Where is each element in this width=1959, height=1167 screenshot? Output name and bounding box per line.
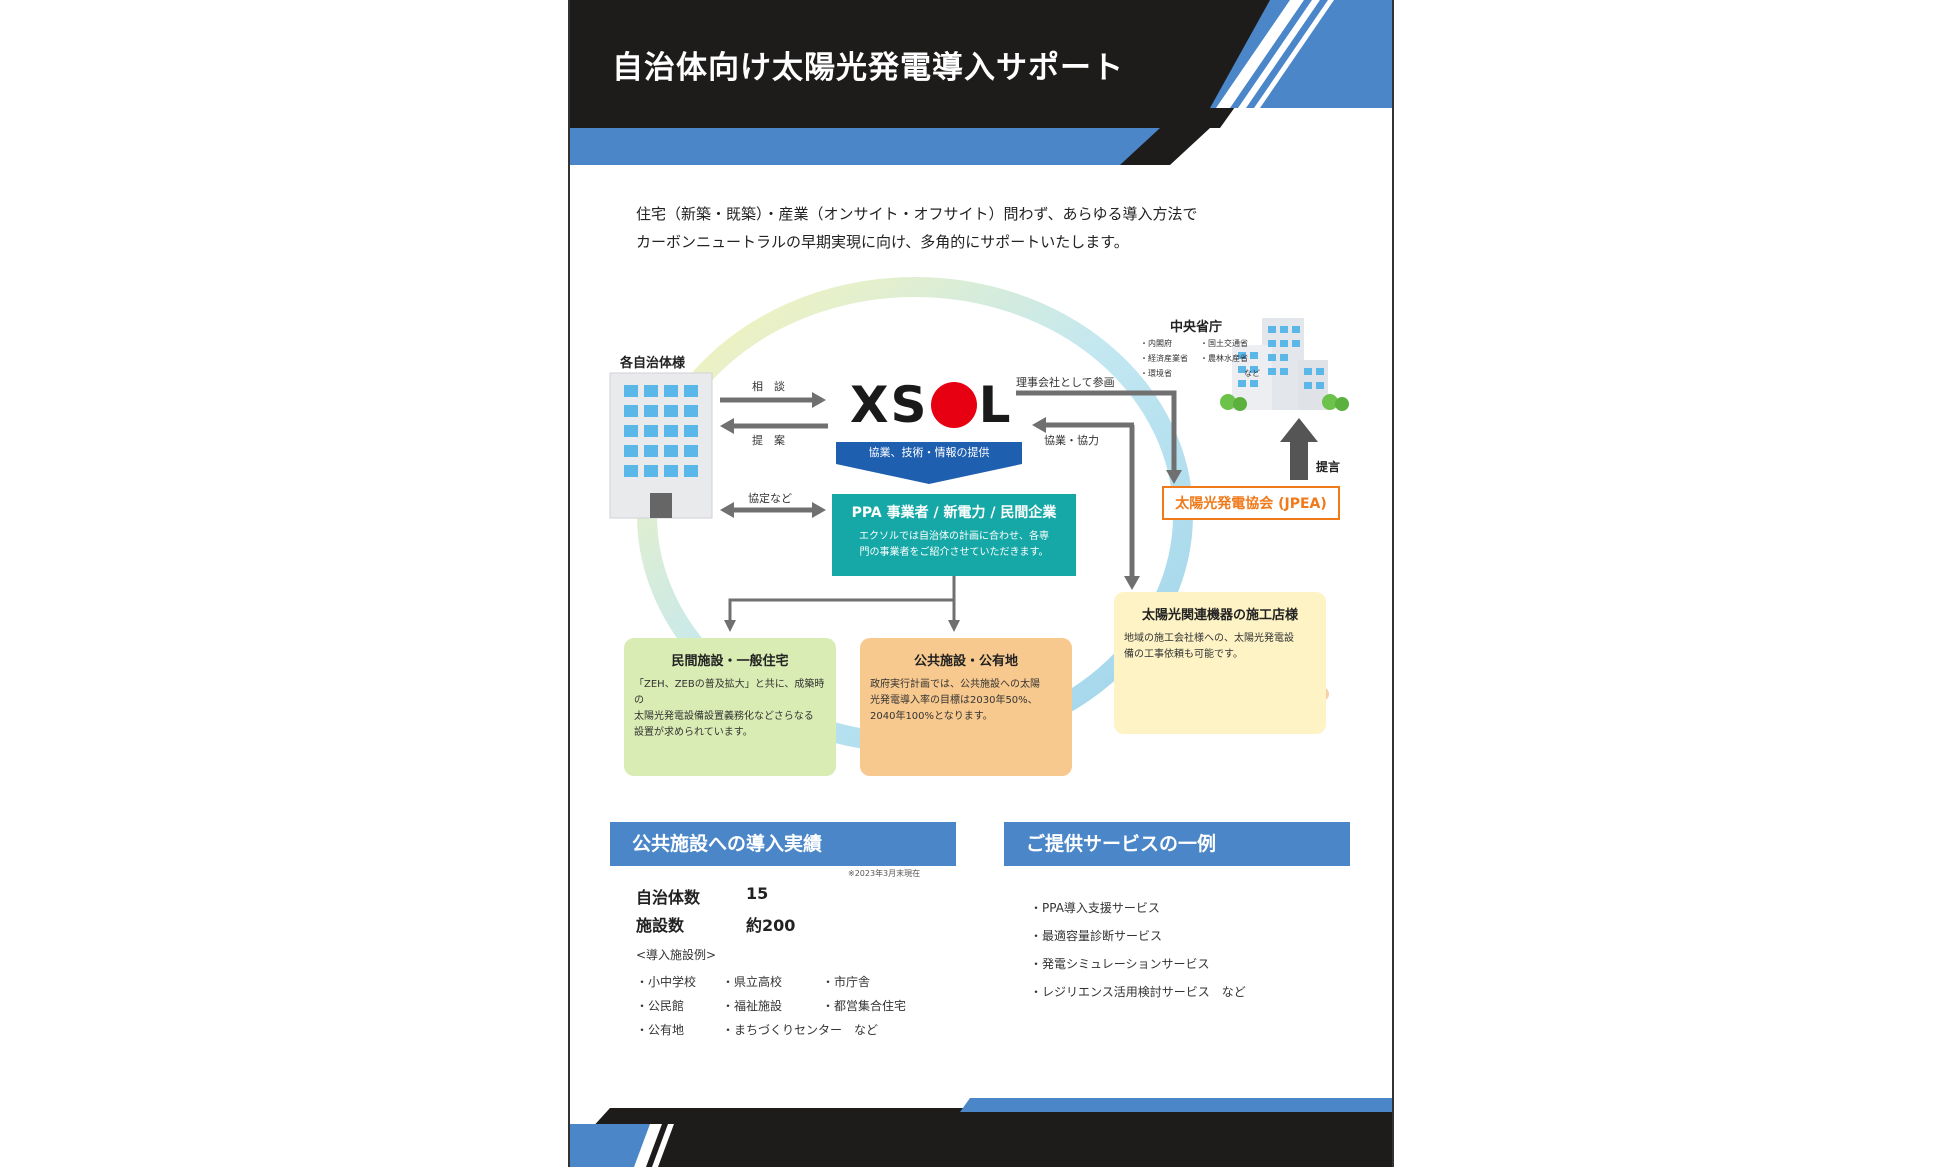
private-facility-desc: 「ZEH、ZEBの普及拡大」と共に、成築時の 太陽光発電設備設置義務化などさらな… xyxy=(634,677,826,741)
examples-grid: ・小中学校 ・県立高校 ・市庁舎 ・公民館 ・福祉施設 ・都営集合住宅 ・公有地 ・まちづ… xyxy=(636,970,906,1042)
desc-line: 政府実行計画では、公共施設への太陽 xyxy=(870,679,1040,690)
example-item: ・まちづくりセンター など xyxy=(722,1023,879,1037)
private-facility-card: 民間施設・一般住宅 「ZEH、ZEBの普及拡大」と共に、成築時の 太陽光発電設備… xyxy=(624,638,836,776)
header-dark-band xyxy=(570,0,1392,128)
header-blue-corner xyxy=(1210,0,1392,108)
cooperation-ribbon: 協業、技術・情報の提供 xyxy=(836,442,1022,464)
service-item: ・レジリエンス活用検討サービス など xyxy=(1030,985,1246,999)
desc-line: 2040年100%となります。 xyxy=(870,711,993,722)
desc-line: 光発電導入率の目標は2030年50%、 xyxy=(870,695,1038,706)
private-facility-title: 民間施設・一般住宅 xyxy=(671,654,789,669)
flyer-page: L 自治体向け太陽光発 xyxy=(568,0,1394,1167)
intro-line-2: カーボンニュートラルの早期実現に向け、多角的にサポートいたします。 xyxy=(636,233,1129,251)
example-item: ・公民館 xyxy=(636,999,685,1013)
page-title: 自治体向け太陽光発電導入サポート xyxy=(612,50,1124,86)
desc-line: 設置が求められています。 xyxy=(634,727,753,738)
example-item: ・市庁舎 xyxy=(822,975,871,989)
ppa-desc-line: 門の事業者をご紹介させていただきます。 xyxy=(859,547,1049,558)
ministry-item: ・経済産業省 xyxy=(1140,354,1188,363)
flow-arrows xyxy=(720,390,1318,632)
ministry-item: ・環境省 xyxy=(1140,369,1172,378)
logo-text-right: L xyxy=(978,376,1013,434)
ppa-title: PPA 事業者 / 新電力 / 民間企業 xyxy=(851,505,1057,521)
ministry-buildings-icon xyxy=(1220,318,1349,411)
desc-line: 太陽光発電設備設置義務化などさらなる xyxy=(634,711,814,722)
service-item: ・発電シミュレーションサービス xyxy=(1030,957,1210,971)
agreement-label: 協定など xyxy=(748,492,792,505)
cooperation-label: 協業・協力 xyxy=(1044,434,1099,447)
advice-label: 提言 xyxy=(1316,460,1341,474)
stat-label: 自治体数 xyxy=(636,888,701,907)
service-item: ・最適容量診断サービス xyxy=(1030,929,1163,943)
director-label: 理事会社として参画 xyxy=(1016,376,1115,389)
public-facility-card: 公共施設・公有地 政府実行計画では、公共施設への太陽 光発電導入率の目標は203… xyxy=(860,638,1072,776)
public-facility-desc: 政府実行計画では、公共施設への太陽 光発電導入率の目標は2030年50%、 20… xyxy=(870,677,1062,725)
ministry-item: ・内閣府 xyxy=(1140,339,1172,348)
footer-blue-strip xyxy=(960,1098,1392,1112)
achievements-note: ※2023年3月末現在 xyxy=(848,869,921,878)
stat-value: 約200 xyxy=(746,916,796,935)
services-list: ・PPA導入支援サービス ・最適容量診断サービス ・発電シミュレーションサービス… xyxy=(1030,894,1246,1006)
example-item: ・福祉施設 xyxy=(722,999,783,1013)
propose-label: 提 案 xyxy=(752,434,785,447)
installer-desc: 地域の施工会社様への、太陽光発電設 備の工事依頼も可能です。 xyxy=(1124,631,1316,663)
example-item: ・公有地 xyxy=(636,1023,685,1037)
ministry-item: など xyxy=(1244,369,1260,378)
logo-text-left: XS xyxy=(850,376,929,434)
jpea-box: 太陽光発電協会 (JPEA) xyxy=(1162,486,1340,520)
installer-title: 太陽光関連機器の施工店様 xyxy=(1141,608,1298,623)
xsol-logo: XS L xyxy=(850,376,1012,434)
desc-line: 「ZEH、ZEBの普及拡大」と共に、成築時の xyxy=(634,679,825,706)
intro-line-1: 住宅（新築・既築）・産業（オンサイト・オフサイト）問わず、あらゆる導入方法で xyxy=(636,205,1198,223)
achievements-heading: 公共施設への導入実績 xyxy=(610,822,956,866)
logo-red-circle-icon xyxy=(930,382,977,428)
service-item: ・PPA導入支援サービス xyxy=(1030,901,1160,915)
public-facility-title: 公共施設・公有地 xyxy=(913,654,1018,669)
ministry-item: ・国土交通省 xyxy=(1200,339,1248,348)
municipality-building-icon xyxy=(609,372,713,519)
installer-card: 太陽光関連機器の施工店様 地域の施工会社様への、太陽光発電設 備の工事依頼も可能… xyxy=(1114,592,1326,734)
ministry-item: ・農林水産省 xyxy=(1200,354,1248,363)
intro-text: 住宅（新築・既築）・産業（オンサイト・オフサイト）問わず、あらゆる導入方法で カ… xyxy=(636,200,1197,256)
ministry-list: ・内閣府 ・国土交通省 ・経済産業省 ・農林水産省 ・環境省 など xyxy=(1140,336,1270,381)
desc-line: 備の工事依頼も可能です。 xyxy=(1124,649,1243,660)
example-item: ・都営集合住宅 xyxy=(822,999,907,1013)
municipality-label: 各自治体様 xyxy=(620,356,686,371)
footer-dark-band xyxy=(570,1130,1392,1167)
examples-title: <導入施設例> xyxy=(636,948,717,962)
consult-label: 相 談 xyxy=(752,380,785,393)
header-blue-strip xyxy=(570,128,1190,165)
example-item: ・小中学校 xyxy=(636,975,697,989)
ppa-desc: エクソルでは自治体の計画に合わせ、各専 門の事業者をご紹介させていただきます。 xyxy=(832,529,1076,561)
stat-value: 15 xyxy=(746,884,769,903)
ministry-title: 中央省庁 xyxy=(1170,320,1223,335)
desc-line: 地域の施工会社様への、太陽光発電設 xyxy=(1124,633,1294,644)
ppa-desc-line: エクソルでは自治体の計画に合わせ、各専 xyxy=(859,531,1049,542)
example-item: ・県立高校 xyxy=(722,975,783,989)
services-heading: ご提供サービスの一例 xyxy=(1004,822,1350,866)
stat-label: 施設数 xyxy=(636,916,685,935)
ppa-box: PPA 事業者 / 新電力 / 民間企業 エクソルでは自治体の計画に合わせ、各専… xyxy=(832,494,1076,576)
